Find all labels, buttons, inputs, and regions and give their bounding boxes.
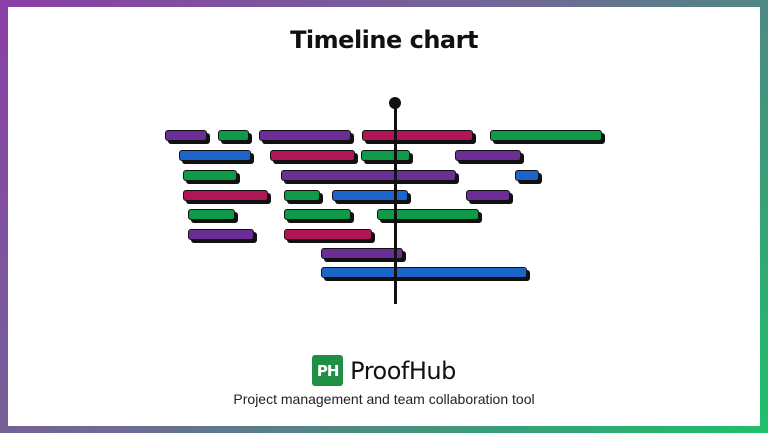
page-title: Timeline chart xyxy=(290,26,478,54)
timeline-bar xyxy=(281,170,456,181)
timeline-bar xyxy=(179,150,251,161)
timeline-bar xyxy=(377,209,479,220)
brand-name: ProofHub xyxy=(350,356,456,385)
timeline-bar xyxy=(321,248,403,259)
timeline-bar xyxy=(332,190,408,201)
proofhub-logo-icon: PH xyxy=(312,355,344,386)
timeline-bar xyxy=(183,190,268,201)
timeline-bar xyxy=(270,150,355,161)
current-time-marker-dot xyxy=(389,97,401,109)
timeline-bar xyxy=(284,209,351,220)
timeline-bar xyxy=(188,229,254,240)
timeline-bar xyxy=(455,150,521,161)
timeline-bar xyxy=(284,190,320,201)
timeline-bar xyxy=(218,130,249,141)
timeline-bar xyxy=(515,170,539,181)
brand-tagline: Project management and team collaboratio… xyxy=(233,391,535,407)
current-time-marker-line xyxy=(394,103,397,304)
timeline-bar xyxy=(188,209,235,220)
timeline-bar xyxy=(321,267,527,278)
brand-logo: PH ProofHub xyxy=(0,355,768,386)
timeline-bar xyxy=(362,130,473,141)
timeline-bar xyxy=(361,150,410,161)
timeline-bar xyxy=(466,190,510,201)
timeline-bar xyxy=(284,229,372,240)
timeline-bar xyxy=(490,130,602,141)
timeline-bar xyxy=(165,130,207,141)
timeline-bar xyxy=(183,170,237,181)
timeline-bar xyxy=(259,130,351,141)
